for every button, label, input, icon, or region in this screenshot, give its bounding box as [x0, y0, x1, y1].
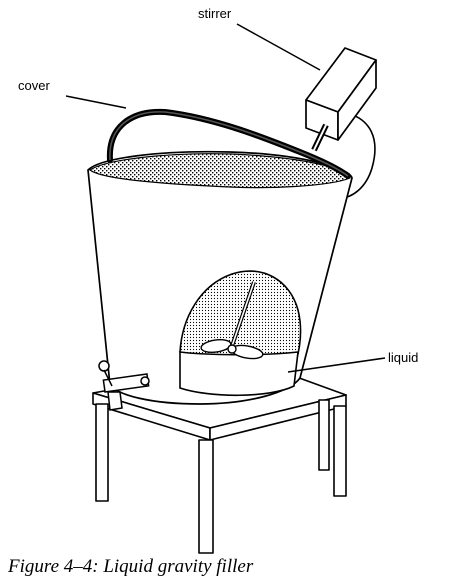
stirrer-label: stirrer	[198, 6, 232, 21]
cover-label: cover	[18, 78, 50, 93]
table-leg-front	[198, 439, 214, 554]
impeller	[200, 339, 264, 360]
figure-caption: Figure 4–4: Liquid gravity filler	[7, 556, 254, 577]
liquid-body	[179, 351, 299, 397]
stirrer-leader-line	[236, 23, 321, 71]
stirrer-motor	[305, 47, 377, 141]
table-leg-back	[318, 399, 330, 471]
outlet-tap	[98, 360, 150, 411]
table-leg-right	[333, 405, 347, 497]
table-leg-left	[95, 403, 109, 502]
liquid-label: liquid	[388, 350, 418, 365]
cover-leader-line	[65, 95, 127, 109]
liquid-leader-line	[287, 357, 386, 373]
